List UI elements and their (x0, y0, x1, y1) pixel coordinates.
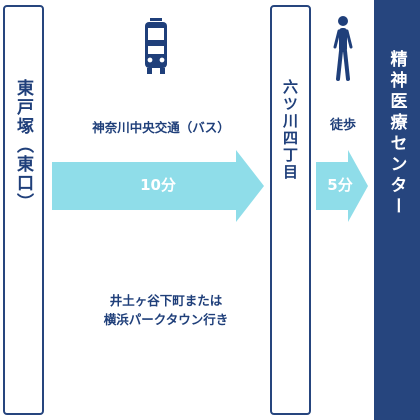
stop-box: 六ツ川四丁目 (270, 5, 311, 415)
walk-mode-label: 徒歩 (329, 118, 356, 133)
walk-duration: 5分 (327, 176, 353, 194)
bus-operator-label: 神奈川中央交通（バス） (92, 120, 230, 135)
stop-name: 六ツ川四丁目 (281, 79, 299, 181)
destination-name: 精神医療センター (386, 50, 407, 218)
walk-arrow (316, 150, 368, 222)
destination-box: 精神医療センター (374, 0, 420, 420)
bus-icon (143, 18, 169, 78)
origin-box: 東戸塚（東口） (3, 5, 44, 415)
bus-route-line-2: 横浜パークタウン行き (103, 312, 229, 327)
bus-arrow (52, 150, 264, 222)
walking-person-icon (333, 15, 353, 83)
bus-route-line-1: 井土ヶ谷下町または (109, 293, 223, 308)
origin-name: 東戸塚（東口） (13, 79, 33, 212)
bus-duration: 10分 (140, 176, 176, 194)
